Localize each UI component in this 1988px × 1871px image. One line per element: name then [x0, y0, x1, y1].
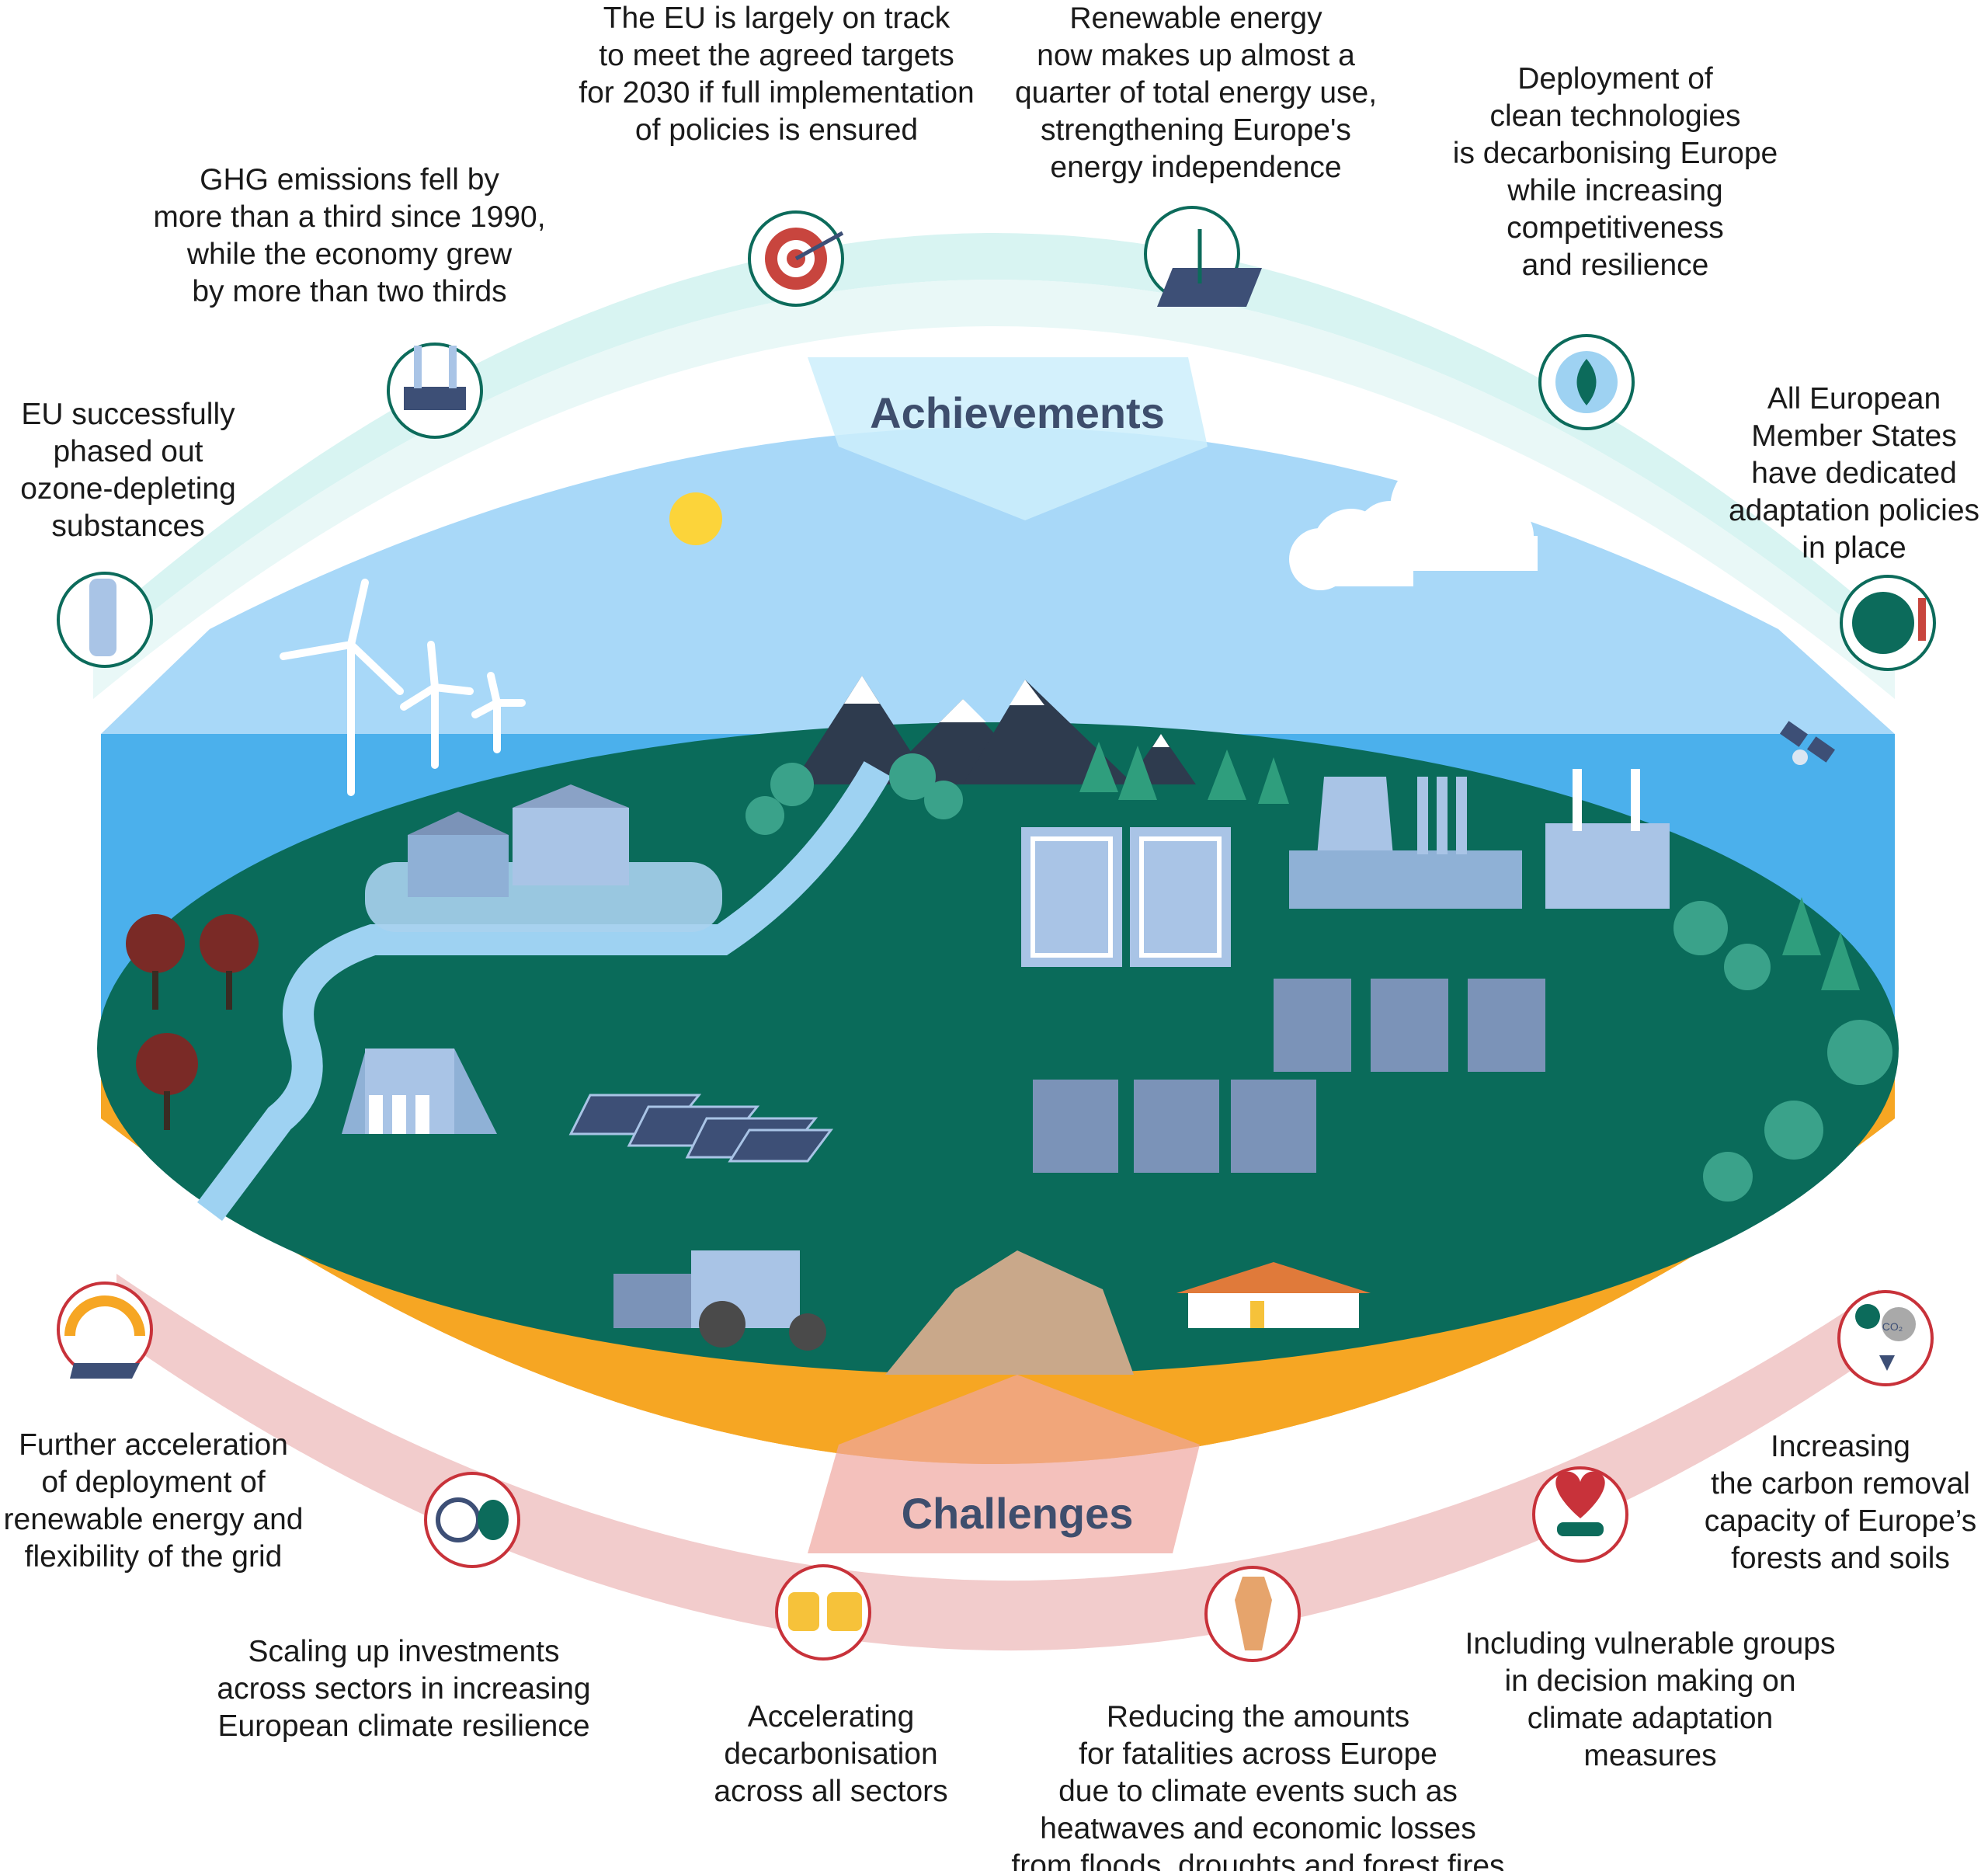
- wind-turbines: [280, 579, 526, 796]
- achievements-arrow: [808, 357, 1208, 520]
- achievement-renewables-text: Renewable energy now makes up almost a q…: [1014, 2, 1378, 184]
- challenges-arc: [116, 1274, 1879, 1651]
- satellite: [1779, 721, 1836, 765]
- challenge-icon-ring-6: [1837, 1290, 1934, 1386]
- achievement-icon-ring-2: [387, 343, 483, 439]
- soil-side: [101, 1025, 1895, 1464]
- achievement-adaptation-text: All European Member States have dedicate…: [1728, 382, 1980, 565]
- achievement-icon-ring-3: [748, 210, 844, 307]
- achievement-icon-ring-5: [1538, 334, 1635, 430]
- challenge-icon-ring-2: [424, 1472, 520, 1568]
- apartment-blocks: [1021, 827, 1231, 967]
- hydro-dam: [342, 1049, 497, 1134]
- achievement-targets-text: The EU is largely on track to meet the a…: [579, 2, 975, 147]
- houses: [1033, 979, 1545, 1173]
- power-plant: [1289, 769, 1670, 909]
- dry-field: [885, 1250, 1134, 1375]
- achievement-ghg-text: GHG emissions fell by more than a third …: [153, 163, 546, 308]
- challenge-icon-ring-5: [1532, 1466, 1628, 1563]
- barn: [1176, 1262, 1371, 1328]
- challenge-icon-ring-4: [1204, 1566, 1301, 1662]
- fruit-trees: [126, 914, 259, 1130]
- challenge-carbon-removal-text: Increasing the carbon removal capacity o…: [1704, 1430, 1977, 1575]
- sun: [669, 492, 722, 545]
- co2-label: CO₂: [1882, 1320, 1903, 1333]
- challenge-vulnerable-groups-text: Including vulnerable groups in decision …: [1465, 1627, 1836, 1772]
- achievement-clean-tech-text: Deployment of clean technologies is deca…: [1452, 62, 1778, 282]
- pine-trees: [1079, 742, 1860, 990]
- challenge-icon-ring-3: [775, 1564, 871, 1661]
- challenges-heading: Challenges: [901, 1489, 1134, 1538]
- achievements-arc-inner: [93, 280, 1895, 699]
- challenge-decarbonisation-text: Accelerating decarbonisation across all …: [714, 1700, 948, 1808]
- achievement-icon-ring-1: [57, 572, 153, 668]
- achievement-icon-ring-4: [1144, 206, 1262, 307]
- achievements-arc: [93, 233, 1895, 660]
- challenge-renewables-text: Further acceleration of deployment of re…: [3, 1428, 304, 1574]
- cloud: [1289, 454, 1538, 590]
- solar-field: [568, 1094, 833, 1163]
- challenge-icon-ring-1: [57, 1282, 153, 1379]
- challenge-investment-text: Scaling up investments across sectors in…: [217, 1635, 591, 1743]
- river: [197, 761, 891, 1221]
- challenges-arrow: [808, 1375, 1200, 1553]
- round-trees: [746, 753, 1892, 1202]
- achievements-heading: Achievements: [870, 388, 1165, 437]
- farmhouses: [365, 784, 722, 932]
- challenge-fatalities-text: Reducing the amounts for fatalities acro…: [1011, 1700, 1505, 1871]
- achievement-icon-ring-6: [1840, 575, 1936, 671]
- tractor: [613, 1250, 826, 1351]
- achievement-ozone-text: EU successfully phased out ozone-depleti…: [20, 398, 236, 543]
